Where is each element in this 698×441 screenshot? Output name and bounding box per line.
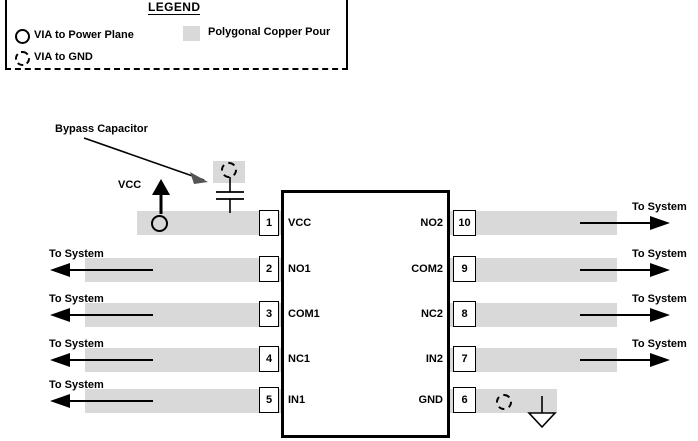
- legend-item-label-via-power: VIA to Power Plane: [34, 29, 134, 41]
- pin-number-box-4: 4: [259, 346, 279, 372]
- pin-name-4: NC1: [288, 353, 311, 365]
- to-system-label-pin9: To System: [632, 248, 687, 260]
- capacitor-via-to-gnd-icon: [221, 162, 237, 178]
- pin-number-box-5: 5: [259, 387, 279, 413]
- trace-arrow-right-pin9: [580, 262, 672, 278]
- to-system-label-pin4: To System: [49, 338, 104, 350]
- vcc-via-to-power-plane-icon: [151, 215, 168, 232]
- legend-item-label-copper-pour: Polygonal Copper Pour: [208, 26, 331, 38]
- ic-chip-body: [281, 190, 450, 438]
- legend-box: [5, 0, 348, 70]
- pin-name-9: COM2: [411, 263, 443, 275]
- pin-name-7: IN2: [425, 353, 443, 365]
- pin-name-3: COM1: [288, 308, 320, 320]
- pin-name-6: GND: [418, 394, 443, 406]
- pin-name-1: VCC: [288, 217, 312, 229]
- to-system-label-pin8: To System: [632, 293, 687, 305]
- legend-title: LEGEND: [148, 0, 201, 15]
- pin-name-10: NO2: [420, 217, 443, 229]
- to-system-label-pin7: To System: [632, 338, 687, 350]
- bypass-capacitor-arrow: [56, 130, 246, 192]
- vcc-label: VCC: [118, 179, 142, 191]
- gnd-via-to-gnd-icon: [496, 394, 512, 410]
- pin-number-box-9: 9: [453, 256, 476, 282]
- pin-name-8: NC2: [420, 308, 443, 320]
- to-system-label-pin3: To System: [49, 293, 104, 305]
- trace-arrow-left-pin5: [48, 393, 153, 409]
- to-system-label-pin5: To System: [49, 379, 104, 391]
- vcc-up-arrow-icon: [150, 178, 172, 214]
- to-system-label-pin10: To System: [632, 201, 687, 213]
- legend-item-label-via-gnd: VIA to GND: [34, 51, 93, 63]
- pin-name-2: NO1: [288, 263, 311, 275]
- trace-arrow-left-pin4: [48, 352, 153, 368]
- pin-number-box-2: 2: [259, 256, 279, 282]
- copper-pour-swatch-icon: [183, 26, 200, 41]
- trace-arrow-left-pin3: [48, 307, 153, 323]
- ground-symbol-icon: [526, 396, 558, 430]
- capacitor-symbol: [213, 177, 247, 215]
- pin-number-box-8: 8: [453, 301, 476, 327]
- trace-arrow-left-pin2: [48, 262, 153, 278]
- pin-number-box-3: 3: [259, 301, 279, 327]
- trace-arrow-right-pin8: [580, 307, 672, 323]
- pin-number-box-1: 1: [259, 210, 279, 236]
- via-solid-circle-icon: [15, 29, 30, 44]
- pin-number-box-10: 10: [453, 210, 476, 236]
- pin-number-box-7: 7: [453, 346, 476, 372]
- to-system-label-pin2: To System: [49, 248, 104, 260]
- trace-arrow-right-pin10: [580, 215, 672, 231]
- via-dashed-circle-icon: [15, 51, 30, 66]
- trace-arrow-right-pin7: [580, 352, 672, 368]
- pin-number-box-6: 6: [453, 387, 476, 413]
- bypass-capacitor-label: Bypass Capacitor: [55, 123, 148, 135]
- pin-name-5: IN1: [288, 394, 306, 406]
